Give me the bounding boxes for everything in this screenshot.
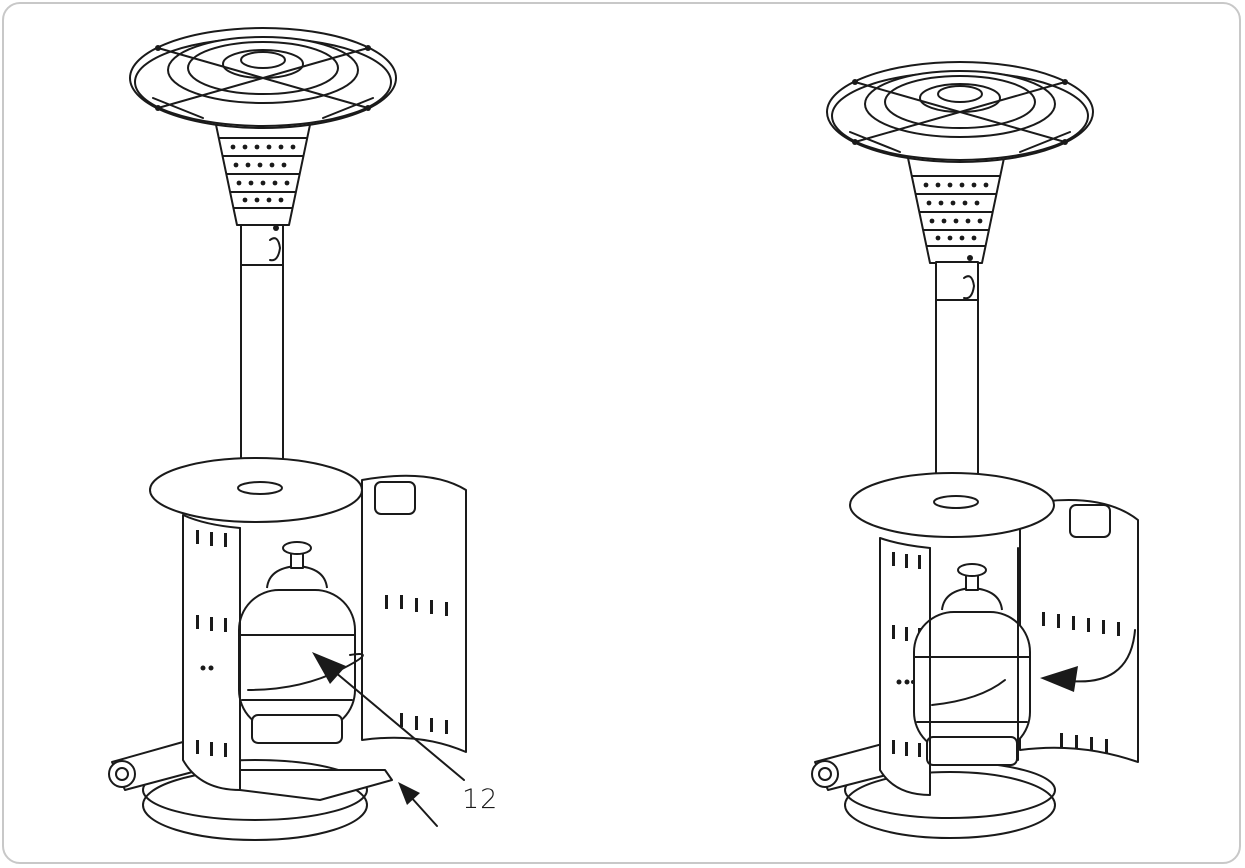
heater-left [108,27,467,841]
part-number-label: 12 [462,784,499,815]
heater-right [811,61,1139,839]
